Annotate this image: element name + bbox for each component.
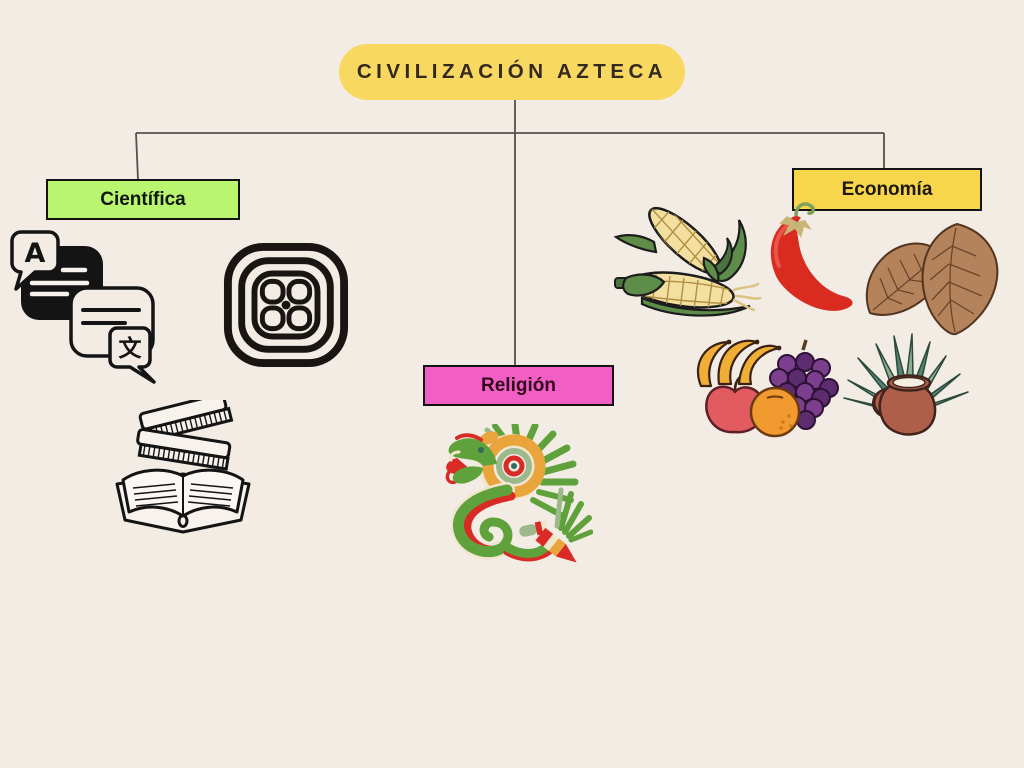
hanzi-glyph: 文 [119,335,143,362]
fruits-icon [687,336,839,442]
tobacco-leaves-icon [860,216,1010,342]
translation-chat-bubbles-icon: A 文 [5,224,167,390]
title-node: CIVILIZACIÓN AZTECA [339,44,685,100]
branch-node-cientifica: Científica [46,179,240,220]
books-icon [103,400,263,538]
branch-node-economia: Economía [792,168,982,211]
letter-a-glyph: A [25,238,46,269]
quetzalcoatl-feathered-serpent-icon [437,424,593,576]
aztec-ollin-glyph-icon [222,240,350,370]
corn-icon [612,198,766,342]
branch-node-religion: Religión [423,365,614,406]
chili-pepper-icon [757,198,859,330]
agave-pulque-jug-icon [842,330,974,438]
